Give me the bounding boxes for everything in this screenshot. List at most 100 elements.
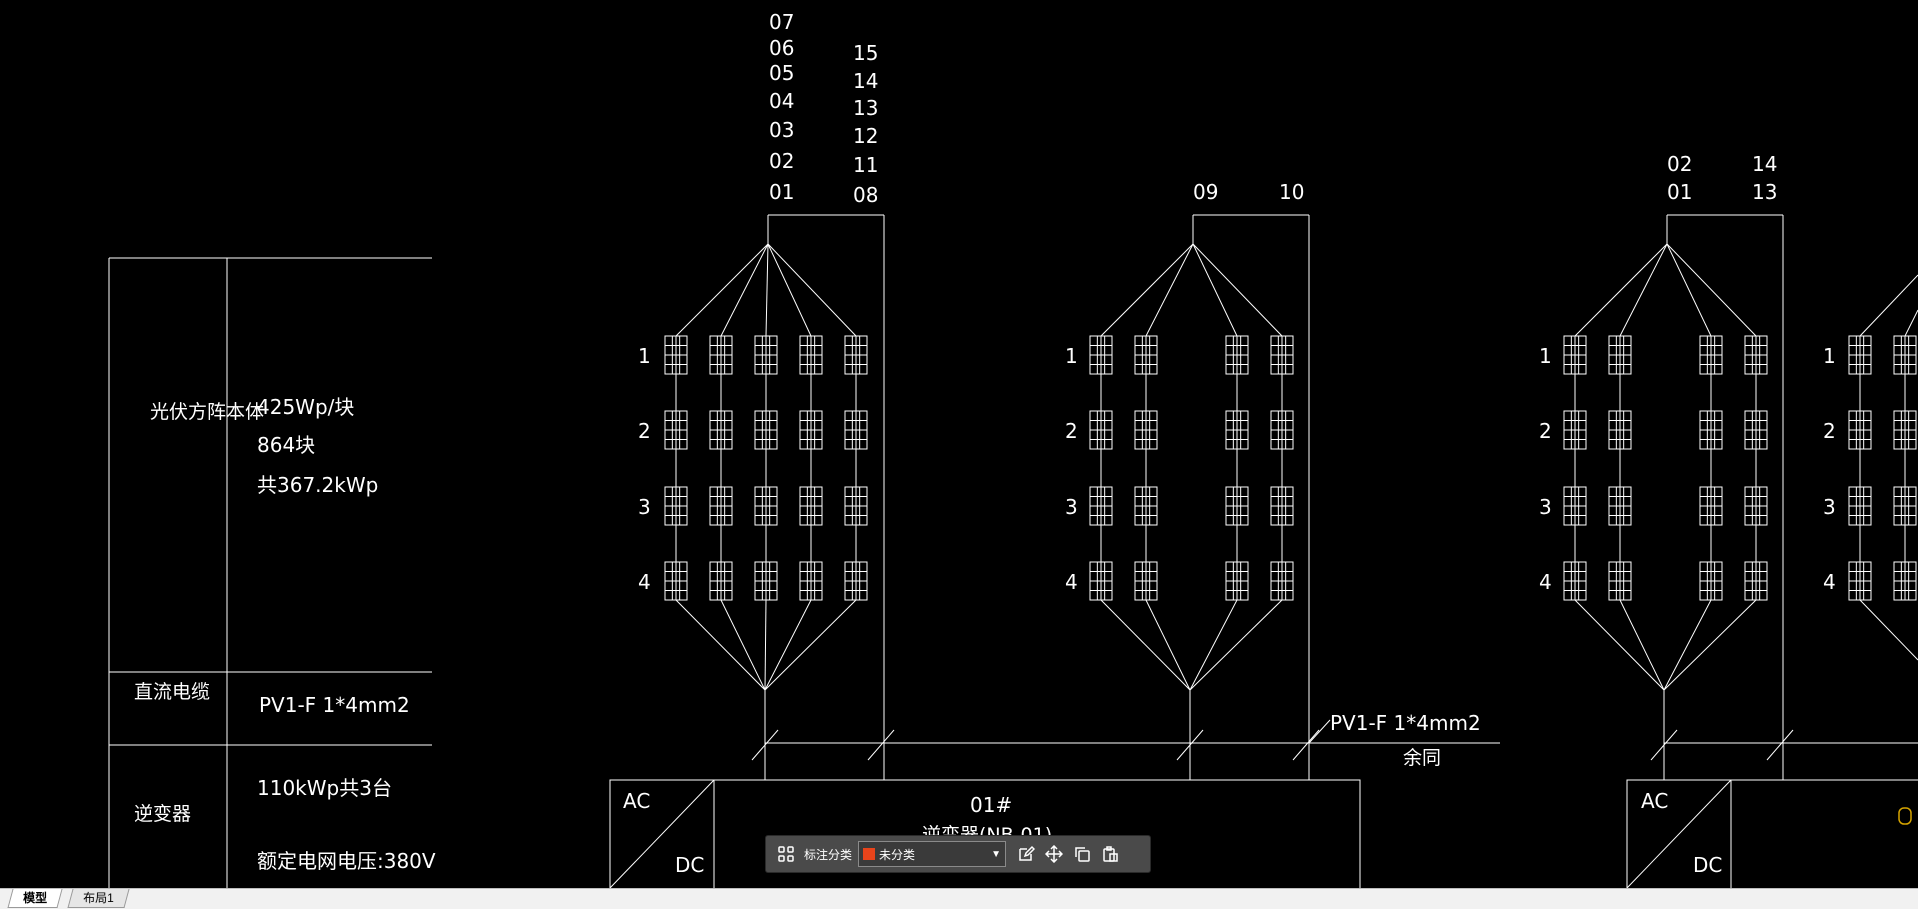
row-number: 1 — [1823, 344, 1836, 368]
string-wire — [720, 599, 766, 691]
string-label: 09 — [1193, 180, 1218, 204]
row-number: 4 — [1539, 570, 1552, 594]
string-wire — [675, 599, 766, 691]
inverter-ac-label: AC — [623, 789, 650, 813]
string-label: 15 — [853, 41, 878, 65]
inverter-2: AC DC — [1626, 779, 1918, 888]
string-wire — [764, 599, 857, 691]
string-wire — [764, 599, 767, 691]
inverter-number: 01# — [970, 793, 1012, 817]
row-number: 1 — [1539, 344, 1552, 368]
legend-row2-label: 直流电缆 — [134, 681, 210, 703]
string-wire — [720, 243, 769, 337]
row-number: 2 — [1539, 419, 1552, 443]
string-wire — [1100, 243, 1194, 337]
cable-leader — [1308, 719, 1331, 744]
category-color-swatch — [863, 848, 876, 860]
string-label: 02 — [769, 149, 794, 173]
row-number: 1 — [1065, 344, 1078, 368]
string-label: 14 — [1752, 152, 1777, 176]
row-number: 1 — [638, 344, 651, 368]
string-label: 12 — [853, 124, 878, 148]
legend-row3-label: 逆变器 — [134, 803, 191, 825]
string-label: 13 — [1752, 180, 1777, 204]
tab-label: 模型 — [23, 891, 48, 905]
string-label: 01 — [769, 180, 794, 204]
tab-layout1[interactable]: 布局1 — [67, 889, 130, 908]
string-wire — [1189, 599, 1238, 691]
string-wire — [1189, 599, 1283, 691]
string-wire — [1619, 243, 1668, 337]
string-label: 03 — [769, 118, 794, 142]
edit-icon[interactable] — [1012, 840, 1040, 868]
legend-row1-line3: 共367.2kWp — [257, 473, 378, 497]
string-wire — [764, 599, 812, 691]
row-number: 2 — [1065, 419, 1078, 443]
grid-icon[interactable] — [772, 840, 800, 868]
string-wire — [1619, 599, 1665, 691]
row-number: 2 — [638, 419, 651, 443]
pv-array-groups: 1 2 3 4 1 2 3 4 1 2 3 4 1 2 3 4 — [638, 214, 1918, 780]
string-label: 14 — [853, 69, 878, 93]
cable-tick — [1650, 729, 1678, 761]
string-wire — [1574, 599, 1665, 691]
row-number: 3 — [638, 495, 651, 519]
row-number: 2 — [1823, 419, 1836, 443]
legend-row3-line2: 额定电网电压:380V — [257, 849, 436, 873]
legend-row1-line2: 864块 — [257, 433, 315, 457]
string-number-labels: 07 06 05 04 03 02 01 15 14 13 12 11 08 0… — [769, 10, 1777, 207]
category-select[interactable]: 未分类 ▼ — [858, 841, 1007, 867]
tab-model[interactable]: 模型 — [7, 889, 63, 908]
string-wire — [1145, 243, 1194, 337]
string-wire — [767, 243, 812, 337]
electrical-diagram: 光伏方阵本体 425Wp/块 864块 共367.2kWp 直流电缆 PV1-F… — [108, 10, 1918, 888]
cable-note: 余同 — [1403, 747, 1441, 769]
string-wire — [1192, 243, 1238, 337]
string-label: 05 — [769, 61, 794, 85]
tab-label: 布局1 — [83, 891, 114, 905]
legend-table: 光伏方阵本体 425Wp/块 864块 共367.2kWp 直流电缆 PV1-F… — [108, 257, 436, 888]
row-number: 3 — [1823, 495, 1836, 519]
string-label: 06 — [769, 36, 794, 60]
string-label: 13 — [853, 96, 878, 120]
string-wire — [1192, 243, 1283, 337]
string-wire — [1145, 599, 1191, 691]
string-wire — [765, 243, 769, 337]
row-number: 4 — [638, 570, 651, 594]
string-label: 07 — [769, 10, 794, 34]
string-wire — [767, 243, 857, 337]
toolbar-label: 标注分类 — [804, 847, 853, 862]
cable-tick — [1766, 729, 1794, 761]
string-wire — [1666, 243, 1712, 337]
string-label: 10 — [1279, 180, 1304, 204]
row-number: 4 — [1065, 570, 1078, 594]
legend-row2-value: PV1-F 1*4mm2 — [259, 693, 410, 717]
row-number: 3 — [1539, 495, 1552, 519]
string-wire — [1663, 599, 1712, 691]
string-label: 04 — [769, 89, 794, 113]
paste-icon[interactable] — [1096, 840, 1124, 868]
copy-icon[interactable] — [1068, 840, 1096, 868]
string-wire — [675, 243, 769, 337]
inverter-dc-label: DC — [1693, 853, 1722, 877]
string-wire — [1666, 243, 1757, 337]
cable-tick — [751, 729, 779, 761]
row-number: 4 — [1823, 570, 1836, 594]
cable-tick — [867, 729, 895, 761]
legend-row1-label: 光伏方阵本体 — [150, 401, 264, 423]
cable-tick — [1176, 729, 1204, 761]
inverter-dc-label: DC — [675, 853, 704, 877]
cable-annotation: PV1-F 1*4mm2 余同 — [1330, 711, 1481, 769]
row-number: 3 — [1065, 495, 1078, 519]
string-wire — [1859, 274, 1918, 337]
cable-label: PV1-F 1*4mm2 — [1330, 711, 1481, 735]
chevron-down-icon: ▼ — [991, 848, 1002, 860]
string-wire — [1663, 599, 1757, 691]
drawing-canvas[interactable]: 光伏方阵本体 425Wp/块 864块 共367.2kWp 直流电缆 PV1-F… — [0, 0, 1918, 888]
string-wire — [1574, 243, 1668, 337]
move-icon[interactable] — [1040, 840, 1068, 868]
category-value: 未分类 — [879, 847, 916, 862]
string-label: 11 — [853, 153, 878, 177]
string-wire — [1100, 599, 1191, 691]
layout-tab-bar: 模型 布局1 — [0, 888, 1918, 909]
